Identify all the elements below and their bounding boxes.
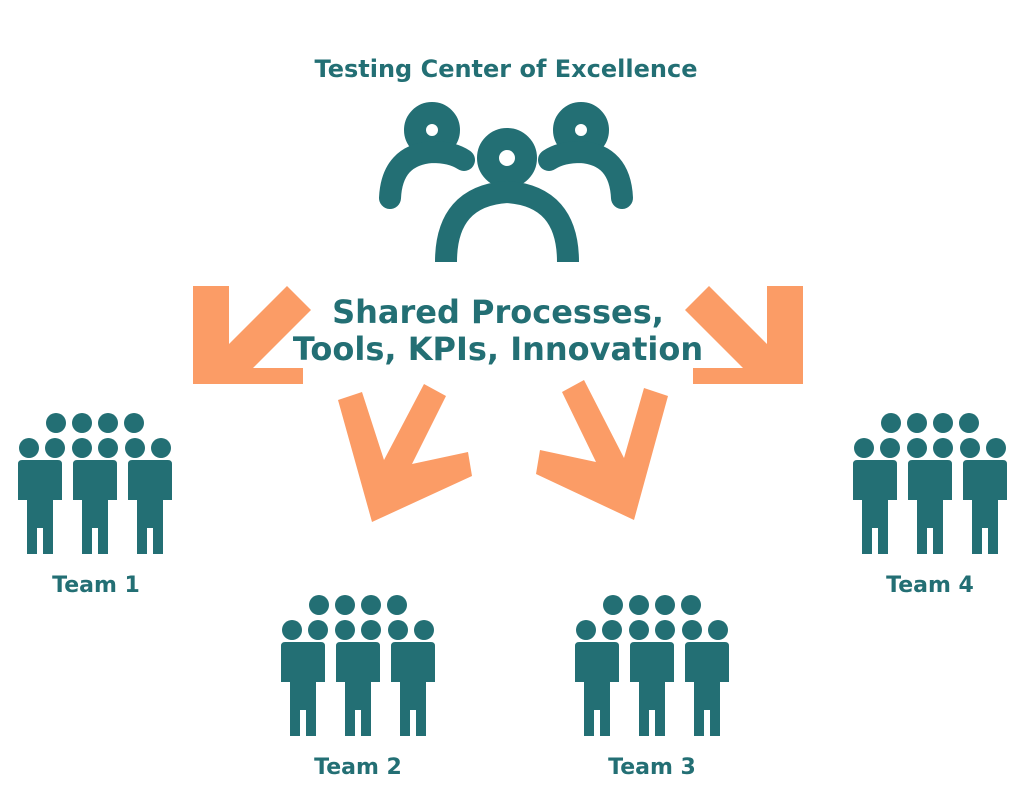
center-text-line1: Shared Processes, bbox=[332, 293, 664, 331]
team-label: Team 1 bbox=[52, 573, 140, 598]
team-crowd-icon bbox=[853, 413, 1007, 554]
team-label: Team 2 bbox=[314, 755, 402, 780]
people-group-icon bbox=[379, 102, 633, 263]
team-label: Team 3 bbox=[608, 755, 696, 780]
team-label: Team 4 bbox=[886, 573, 974, 598]
diagram-title: Testing Center of Excellence bbox=[315, 55, 698, 83]
arrow-down-icon bbox=[685, 286, 803, 384]
arrow-down-icon bbox=[338, 384, 472, 522]
arrow-down-icon bbox=[193, 286, 311, 384]
arrow-down-icon bbox=[536, 380, 668, 520]
team-crowd-icon bbox=[575, 595, 729, 736]
team-crowd-icon bbox=[18, 413, 172, 554]
team-crowd-icon bbox=[281, 595, 435, 736]
center-text-line2: Tools, KPIs, Innovation bbox=[293, 330, 703, 368]
